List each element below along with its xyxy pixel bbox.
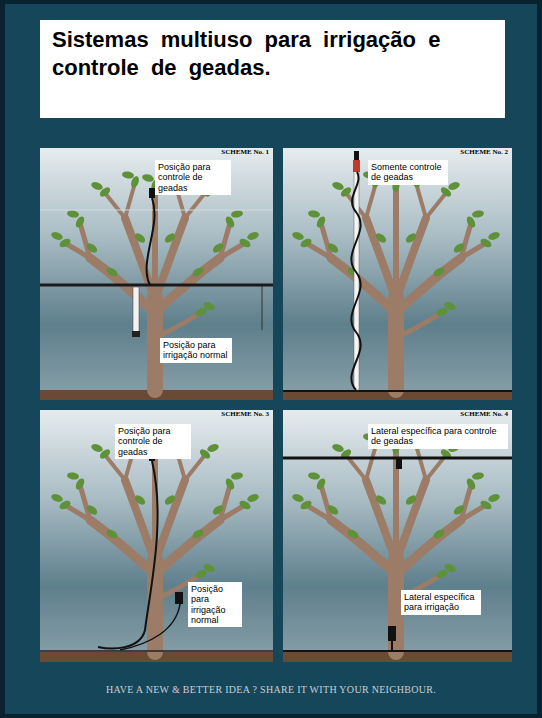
callout-text: Lateral específica para controle de gead…: [371, 426, 505, 447]
reference-line: [40, 210, 273, 211]
scheme-panel: SCHEME No. 1 Posição para controle de gea…: [40, 148, 273, 400]
tree: [50, 433, 260, 652]
tree: [291, 433, 501, 652]
sprinkler: [132, 331, 140, 337]
hose: [147, 198, 155, 285]
scheme-panel: SCHEME No. 3 Posição para controle de gea…: [40, 410, 273, 662]
scheme-number: SCHEME No. 1: [40, 148, 273, 157]
panel-ground: [283, 148, 512, 400]
page-ground: [5, 4, 537, 714]
callout-text: Posição para controle de geadas: [158, 162, 228, 193]
tree: [50, 171, 260, 390]
callout-text: Posição para controle de geadas: [118, 426, 188, 457]
footer-note: HAVE A NEW & BETTER IDEA ? SHARE IT WITH…: [0, 684, 542, 695]
callout-text: Posição para irrigação normal: [163, 340, 229, 361]
lateral-pipe: [283, 650, 512, 652]
riser: [133, 287, 139, 333]
callout-text: Somente controle de geadas: [371, 162, 445, 183]
panel-ground: [283, 410, 512, 662]
lateral-pipe: [283, 390, 512, 392]
hose: [98, 461, 158, 648]
callout-text: Posição para irrigação normal: [191, 584, 239, 625]
callout-box: Posição para irrigação normal: [188, 582, 242, 627]
scheme-2-pipes: [283, 151, 512, 391]
sprinkler: [175, 592, 183, 604]
diagram-title: Sistemas multiuso para irrigação e contr…: [40, 20, 505, 118]
scheme-number: SCHEME No. 3: [40, 410, 273, 419]
sprinkler: [388, 626, 396, 641]
lateral-pipe: [40, 284, 273, 287]
scheme-panel: SCHEME No. 4 Lateral específica para cont…: [283, 410, 512, 662]
callout-box: Lateral específica para irrigação: [401, 590, 481, 615]
scheme-number: SCHEME No. 4: [283, 410, 512, 419]
sprinkler: [396, 459, 402, 469]
scheme-number: SCHEME No. 2: [283, 148, 512, 157]
riser: [391, 641, 393, 651]
lateral-pipe: [40, 650, 273, 652]
sprinkler: [354, 151, 359, 160]
tree: [291, 171, 501, 390]
riser: [262, 286, 263, 330]
callout-text: Lateral específica para irrigação: [404, 592, 478, 613]
panel-ground: [40, 148, 273, 400]
callout-box: Posição para controle de geadas: [155, 160, 231, 195]
scheme-4-pipes: [283, 458, 512, 651]
hose: [120, 604, 180, 650]
scheme-panel: SCHEME No. 2 Somente controle de geadas: [283, 148, 512, 400]
hose: [351, 172, 360, 390]
scheme-1-pipes: [40, 188, 273, 337]
pole-cap: [353, 160, 360, 172]
callout-box: Somente controle de geadas: [368, 160, 448, 185]
scheme-3-pipes: [40, 451, 273, 651]
callout-box: Posição para controle de geadas: [115, 424, 191, 459]
callout-box: Lateral específica para controle de gead…: [368, 424, 508, 449]
callout-box: Posição para irrigação normal: [160, 338, 232, 363]
panel-ground: [40, 410, 273, 662]
